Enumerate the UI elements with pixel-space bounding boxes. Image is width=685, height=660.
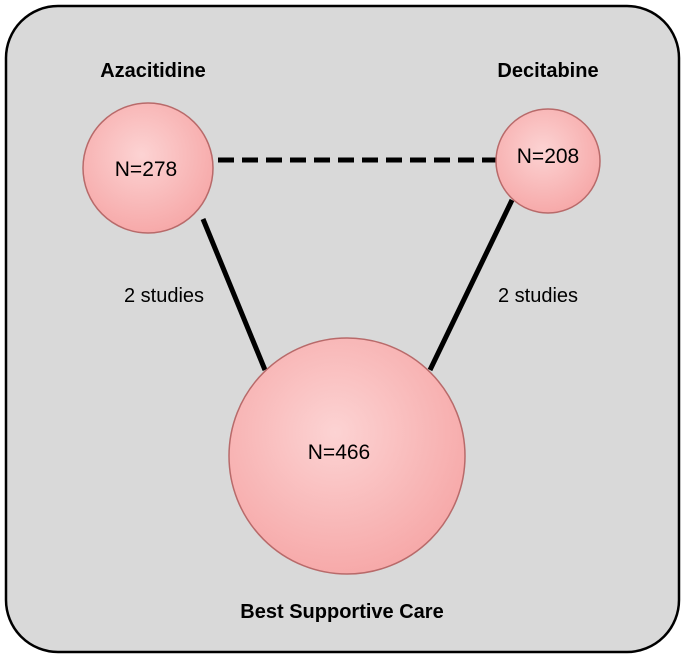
edge-label-azacitidine-bsc: 2 studies <box>124 285 204 307</box>
node-azacitidine <box>82 102 214 234</box>
node-decitabine <box>495 108 601 214</box>
edge-decitabine-bsc <box>427 198 515 372</box>
edge-label-decitabine-bsc: 2 studies <box>498 285 578 307</box>
node-bsc <box>228 337 466 575</box>
azacitidine-count: N=278 <box>115 158 177 181</box>
decitabine-count: N=208 <box>517 145 579 168</box>
decitabine-title: Decitabine <box>497 60 598 82</box>
edge-azacitidine-bsc <box>200 218 268 371</box>
bsc-count: N=466 <box>308 441 370 464</box>
bsc-title: Best Supportive Care <box>240 601 443 623</box>
azacitidine-title: Azacitidine <box>100 60 206 82</box>
